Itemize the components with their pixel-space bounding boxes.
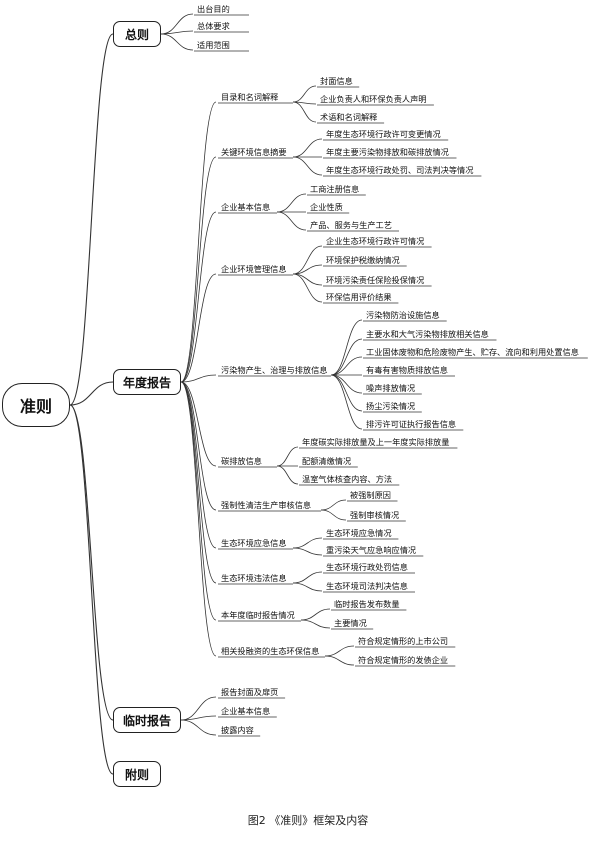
- node-temporary-report: 临时报告: [113, 707, 181, 733]
- annual-item: 环境污染责任保险投保情况: [326, 275, 425, 285]
- annual-item: 年度主要污染物排放和碳排放情况: [326, 147, 449, 157]
- node-appendix: 附则: [113, 761, 161, 787]
- annual-section: 污染物产生、治理与排放信息: [221, 365, 328, 375]
- annual-section: 强制性清洁生产审核信息: [221, 500, 312, 510]
- annual-item: 有毒有害物质排放信息: [366, 365, 448, 375]
- annual-section: 企业基本信息: [221, 202, 271, 212]
- annual-item: 生态环境应急情况: [326, 528, 392, 538]
- annual-item: 临时报告发布数量: [334, 599, 400, 609]
- annual-item: 环保信用评价结果: [326, 292, 392, 302]
- annual-item: 温室气体核查内容、方法: [302, 474, 393, 484]
- annual-item: 符合规定情形的上市公司: [358, 636, 449, 646]
- annual-item: 被强制原因: [350, 490, 391, 500]
- root-node: 准则: [2, 383, 70, 427]
- annual-item: 企业生态环境行政许可情况: [326, 236, 425, 246]
- annual-item: 工业固体废物和危险废物产生、贮存、流向和利用处置信息: [366, 347, 579, 357]
- annual-item: 扬尘污染情况: [366, 401, 416, 411]
- annual-item: 企业负责人和环保负责人声明: [320, 94, 427, 104]
- figure-caption: 图2 《准则》框架及内容: [247, 814, 369, 827]
- annual-section: 企业环境管理信息: [221, 264, 287, 274]
- annual-item: 噪声排放情况: [366, 383, 416, 393]
- annual-section: 目录和名词解释: [221, 92, 279, 102]
- annual-item: 排污许可证执行报告信息: [366, 419, 457, 429]
- annual-item: 年度生态环境行政许可变更情况: [326, 129, 441, 139]
- annual-item: 年度生态环境行政处罚、司法判决等情况: [326, 165, 474, 175]
- general-item: 适用范围: [197, 40, 230, 50]
- general-item: 总体要求: [197, 21, 230, 31]
- node-general: 总则: [113, 21, 161, 47]
- annual-section: 碳排放信息: [221, 456, 262, 466]
- annual-item: 术语和名词解释: [320, 112, 378, 122]
- temporary-item: 企业基本信息: [221, 706, 271, 716]
- annual-section: 生态环境应急信息: [221, 538, 287, 548]
- annual-section: 本年度临时报告情况: [221, 610, 295, 620]
- annual-item: 年度碳实际排放量及上一年度实际排放量: [302, 437, 450, 447]
- annual-item: 产品、服务与生产工艺: [310, 220, 392, 230]
- annual-item: 生态环境行政处罚信息: [326, 562, 408, 572]
- annual-section: 相关投融资的生态环保信息: [221, 646, 320, 656]
- annual-item: 环境保护税缴纳情况: [326, 255, 400, 265]
- node-annual-report: 年度报告: [113, 369, 181, 395]
- annual-item: 符合规定情形的发债企业: [358, 655, 449, 665]
- annual-item: 配额清缴情况: [302, 456, 352, 466]
- annual-section: 生态环境违法信息: [221, 573, 287, 583]
- annual-item: 重污染天气应急响应情况: [326, 545, 417, 555]
- annual-item: 主要水和大气污染物排放相关信息: [366, 329, 489, 339]
- temporary-item: 披露内容: [221, 725, 254, 735]
- annual-item: 强制审核情况: [350, 510, 400, 520]
- annual-item: 污染物防治设施信息: [366, 310, 440, 320]
- annual-item: 企业性质: [310, 202, 343, 212]
- annual-item: 主要情况: [334, 618, 367, 628]
- annual-section: 关键环境信息摘要: [221, 147, 287, 157]
- general-item: 出台目的: [197, 4, 230, 14]
- annual-item: 生态环境司法判决信息: [326, 581, 408, 591]
- annual-item: 工商注册信息: [310, 184, 360, 194]
- temporary-item: 报告封面及扉页: [221, 687, 279, 697]
- annual-item: 封面信息: [320, 76, 353, 86]
